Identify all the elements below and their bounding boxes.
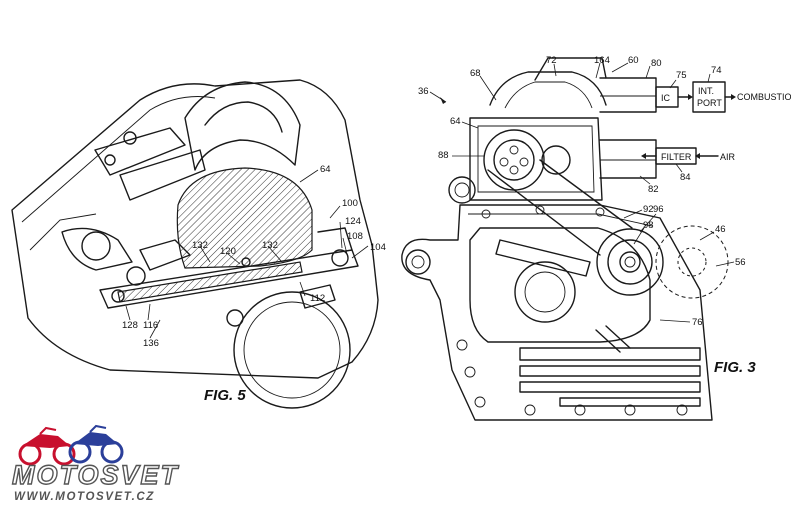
- ref-label: 88: [438, 150, 449, 161]
- ref-label: 64: [320, 164, 331, 175]
- ref-label: 112: [310, 293, 325, 304]
- ref-label: 75: [676, 70, 687, 81]
- ref-label: 98: [643, 220, 654, 231]
- watermark-brand: MOTOSVET: [12, 460, 180, 490]
- red-motorcycle-icon: [18, 426, 76, 466]
- ref-label: 76: [692, 317, 703, 328]
- int-port-label-2: PORT: [697, 98, 722, 108]
- ref-label: 92: [643, 204, 654, 215]
- ref-label: 108: [347, 231, 363, 242]
- watermark-url: WWW.MOTOSVET.CZ: [14, 491, 155, 503]
- ref-label: 46: [715, 224, 726, 235]
- figure-5-labels: 64 100 124 108 104 132 120 132 112 128 1…: [122, 164, 386, 404]
- ic-box-label: IC: [661, 93, 671, 103]
- ref-label: 132: [262, 240, 278, 251]
- ref-label: 120: [220, 246, 236, 257]
- filter-box-label: FILTER: [661, 152, 692, 162]
- ref-label: 132: [192, 240, 208, 251]
- figure-5-leaders: [125, 169, 369, 339]
- ref-label: 84: [680, 172, 691, 183]
- ref-label: 100: [342, 198, 358, 209]
- flow-diagram: IC INT. PORT COMBUSTION FILTER AIR: [641, 81, 791, 165]
- motosvet-logo: MOTOSVET WWW.MOTOSVET.CZ: [11, 424, 180, 503]
- figure-3-engine-view: [401, 57, 729, 421]
- figure-3-labels: 36 68 72 164 60 80 75 74 64 88 82 84 92 …: [418, 55, 756, 376]
- ref-label: 124: [345, 216, 361, 227]
- ref-label: 56: [735, 257, 746, 268]
- ref-label: 60: [628, 55, 639, 66]
- ref-label: 116: [143, 320, 158, 331]
- int-port-label-1: INT.: [698, 86, 714, 96]
- ref-label: 164: [594, 55, 610, 66]
- ref-label: 96: [653, 204, 664, 215]
- figure-5-caption: FIG. 5: [204, 387, 246, 404]
- ref-label: 104: [370, 242, 386, 253]
- ref-label: 128: [122, 320, 138, 331]
- ref-label: 64: [450, 116, 461, 127]
- figure-5-engine-view: [11, 79, 379, 409]
- ref-label: 74: [711, 65, 722, 76]
- ref-label: 80: [651, 58, 662, 69]
- ref-label: 136: [143, 338, 159, 349]
- ref-label: 68: [470, 68, 481, 79]
- figure-3-caption: FIG. 3: [714, 359, 756, 376]
- ref-label: 72: [546, 55, 557, 66]
- figure-3-leaders: [429, 62, 735, 323]
- ref-label: 82: [648, 184, 659, 195]
- combustion-label: COMBUSTION: [737, 92, 791, 102]
- ref-label: 36: [418, 86, 429, 97]
- air-label: AIR: [720, 152, 736, 162]
- blue-motorcycle-icon: [68, 424, 124, 464]
